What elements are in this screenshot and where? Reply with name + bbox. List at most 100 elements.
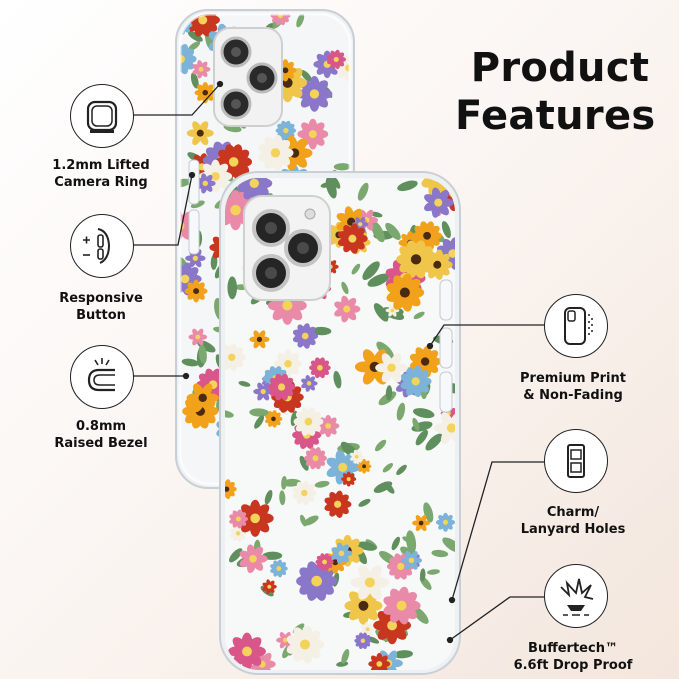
- phone-print-icon: [544, 294, 608, 358]
- leaf-motif: [362, 261, 380, 281]
- leaf-motif: [431, 549, 449, 558]
- bezel-icon: [70, 345, 134, 409]
- flower-motif: [396, 240, 436, 279]
- leaf-motif: [314, 480, 330, 488]
- flower-motif: [354, 632, 372, 650]
- feature-line-2: & Non-Fading: [523, 388, 623, 403]
- leaf-motif: [396, 464, 407, 476]
- drop-impact-icon: [544, 564, 608, 628]
- feature-line-1: Charm/: [546, 505, 600, 520]
- leaf-motif: [415, 429, 428, 446]
- leaf-motif: [420, 568, 426, 582]
- flower-motif: [186, 121, 214, 146]
- leaf-motif: [187, 30, 203, 42]
- leaf-motif: [282, 478, 301, 487]
- leaf-motif: [181, 358, 199, 367]
- leaf-motif: [254, 415, 265, 429]
- feature-line-2: Lanyard Holes: [520, 522, 626, 537]
- leaf-motif: [281, 475, 287, 490]
- flower-motif: [344, 586, 383, 625]
- feature-label-responsive-button: Responsive Button: [26, 290, 176, 324]
- feature-line-1: 0.8mm: [75, 419, 127, 434]
- button-press-icon: [70, 214, 134, 278]
- flower-motif: [341, 471, 357, 487]
- leaf-motif: [238, 381, 251, 387]
- leaf-motif: [402, 536, 414, 544]
- flower-motif: [400, 550, 422, 570]
- flower-motif: [262, 579, 277, 595]
- heading-line-2: Features: [455, 93, 656, 139]
- leaf-motif: [188, 41, 201, 51]
- flower-motif: [309, 357, 331, 379]
- flower-motif: [337, 223, 368, 254]
- camera-ring-icon: [70, 84, 134, 148]
- leaf-motif: [190, 200, 205, 209]
- leaf-motif: [373, 481, 393, 493]
- leaf-motif: [441, 221, 451, 239]
- leaf-motif: [382, 463, 393, 473]
- flower-motif: [386, 273, 425, 312]
- flower-motif: [292, 323, 319, 349]
- flower-motif: [326, 49, 347, 70]
- flower-motif: [273, 349, 303, 378]
- flower-motif: [264, 410, 283, 428]
- leaf-motif: [370, 211, 383, 218]
- leaf-motif: [373, 303, 389, 322]
- flower-motif: [324, 490, 352, 518]
- leaf-motif: [385, 222, 401, 240]
- leaf-motif: [370, 220, 385, 243]
- flower-motif: [275, 120, 297, 141]
- flower-motif: [293, 407, 324, 436]
- leaf-motif: [427, 569, 440, 575]
- feature-line-2: Camera Ring: [54, 175, 148, 190]
- leaf-motif: [412, 417, 420, 431]
- flower-motif: [296, 561, 338, 601]
- leaf-motif: [351, 263, 361, 275]
- feature-line-1: Buffertech™: [528, 641, 618, 656]
- flower-motif: [424, 187, 454, 218]
- flower-motif: [184, 279, 208, 303]
- leaf-motif: [198, 344, 207, 364]
- flower-motif: [225, 343, 246, 372]
- leaf-motif: [303, 515, 319, 526]
- leaf-motif: [413, 408, 435, 419]
- feature-label-camera-ring: 1.2mm Lifted Camera Ring: [26, 157, 176, 191]
- flower-motif: [412, 515, 431, 532]
- flower-motif: [225, 479, 237, 500]
- flower-motif: [225, 190, 256, 231]
- flower-motif: [400, 365, 432, 398]
- feature-line-1: Premium Print: [520, 371, 626, 386]
- flower-motif: [258, 134, 294, 171]
- flower-motif: [368, 652, 391, 670]
- flower-motif: [383, 586, 421, 625]
- flower-motif: [435, 512, 455, 532]
- flower-motif: [317, 414, 340, 438]
- feature-label-lanyard-holes: Charm/ Lanyard Holes: [498, 504, 648, 538]
- flower-motif: [350, 565, 390, 600]
- flower-motif: [304, 447, 327, 470]
- leaf-motif: [320, 181, 333, 188]
- feature-line-2: Raised Bezel: [54, 436, 148, 451]
- leaf-motif: [331, 178, 341, 189]
- flower-motif: [186, 383, 219, 413]
- flower-motif: [315, 553, 334, 571]
- leaf-motif: [397, 180, 418, 192]
- flower-motif: [292, 480, 317, 506]
- flower-motif: [331, 542, 353, 565]
- leaf-motif: [311, 326, 332, 336]
- leaf-motif: [333, 163, 350, 171]
- flower-motif: [228, 632, 266, 670]
- feature-line-2: Button: [76, 308, 126, 323]
- leaf-motif: [358, 498, 371, 507]
- flower-motif: [350, 449, 364, 464]
- leaf-motif: [341, 281, 349, 295]
- feature-line-1: 1.2mm Lifted: [52, 158, 150, 173]
- leaf-motif: [393, 650, 413, 659]
- leaf-motif: [357, 182, 369, 201]
- flower-motif: [192, 60, 211, 79]
- leaf-motif: [374, 439, 387, 452]
- leaf-motif: [412, 606, 429, 624]
- feature-label-drop-proof: Buffertech™ 6.6ft Drop Proof: [498, 640, 648, 674]
- flower-motif: [286, 625, 325, 664]
